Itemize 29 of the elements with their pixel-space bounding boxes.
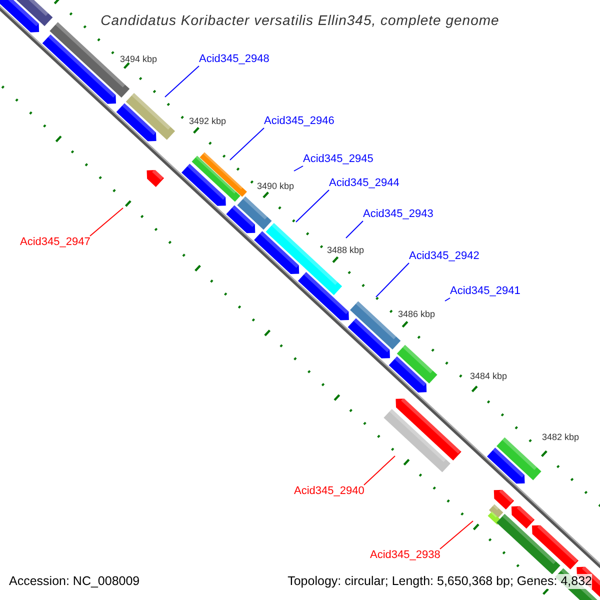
accession-text: Accession: NC_008009	[9, 574, 140, 589]
leader-line	[296, 190, 330, 222]
gene-label: Acid345_2946	[264, 115, 334, 128]
gene-label: Acid345_2944	[329, 177, 400, 190]
leader-line	[444, 298, 450, 302]
leader-line	[440, 520, 474, 550]
gene-label: Acid345_2943	[363, 208, 434, 221]
gene-label: Acid345_2940	[294, 485, 364, 498]
leader-line	[376, 262, 410, 298]
leader-line	[90, 208, 124, 236]
gene-label: Acid345_2947	[20, 236, 90, 249]
gene-label: Acid345_2942	[409, 250, 480, 263]
position-label: 3492 kbp	[189, 116, 226, 127]
leader-line	[364, 456, 396, 486]
position-label: 3484 kbp	[470, 371, 508, 382]
gene-label: Acid345_2945	[303, 153, 374, 166]
position-label: 3482 kbp	[542, 432, 580, 443]
leader-line	[230, 128, 264, 160]
leader-line	[294, 166, 304, 172]
title: Candidatus Koribacter versatilis Ellin345, complete genome	[100, 12, 500, 28]
position-label: 3488 kbp	[327, 245, 364, 256]
position-label: 3494 kbp	[120, 54, 158, 65]
gene-label: Acid345_2948	[199, 53, 270, 66]
leader-line	[164, 66, 200, 98]
position-label: 3486 kbp	[398, 309, 436, 320]
gene-label: Acid345_2941	[450, 285, 520, 298]
gene-label: Acid345_2938	[370, 549, 440, 562]
position-label: 3490 kbp	[257, 181, 294, 192]
leader-line	[346, 220, 364, 238]
